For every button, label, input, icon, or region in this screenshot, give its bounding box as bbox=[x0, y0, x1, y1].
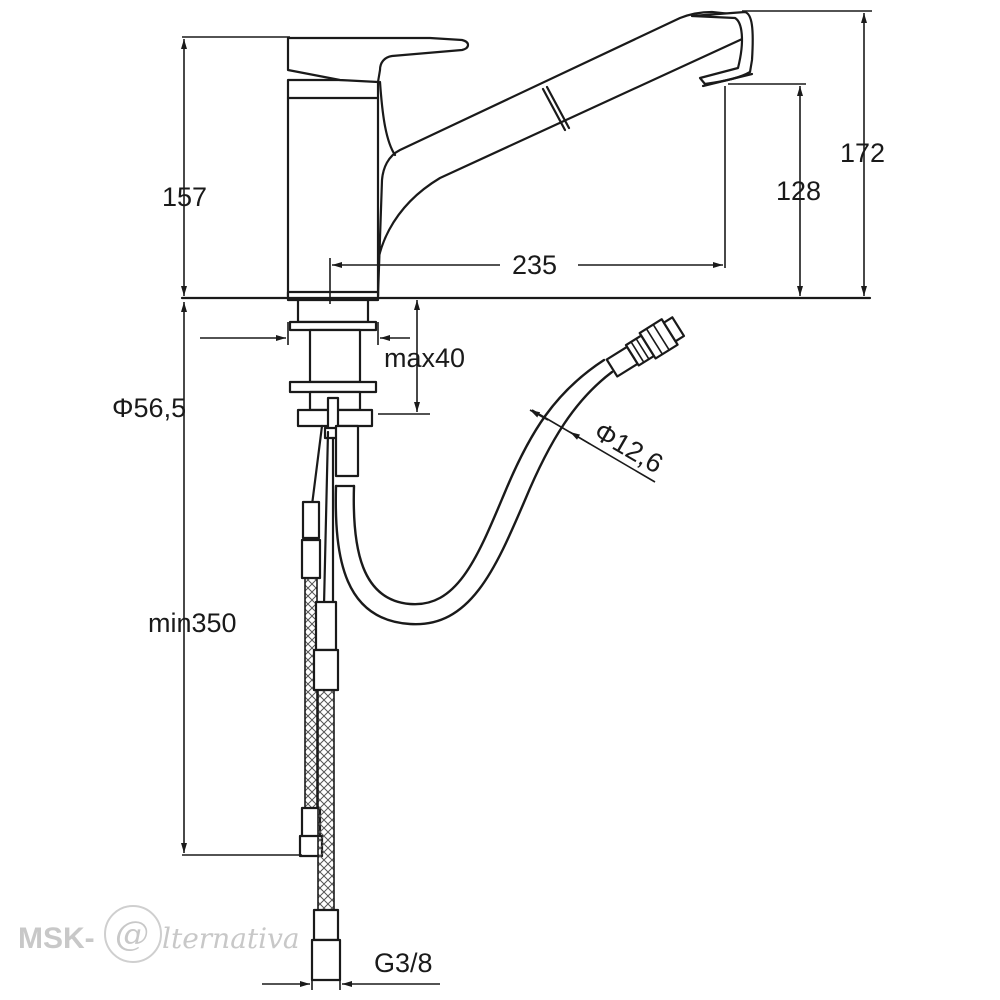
lever-handle bbox=[286, 36, 470, 84]
label-157: 157 bbox=[162, 182, 207, 212]
shank-upper bbox=[296, 298, 370, 324]
supply-hose-right-connector bbox=[310, 938, 342, 982]
label-235: 235 bbox=[512, 250, 557, 280]
watermark-brand-right: lternativa bbox=[162, 922, 300, 955]
supply-hose-right-ferrule bbox=[312, 908, 340, 942]
supply-hose-left-pipe bbox=[310, 424, 324, 507]
spout bbox=[375, 10, 751, 298]
supply-hose-right-braid bbox=[317, 689, 335, 913]
dimension-lines bbox=[181, 10, 872, 990]
supply-hose-right-fitting bbox=[314, 600, 338, 652]
washer bbox=[288, 380, 378, 394]
label-128: 128 bbox=[776, 176, 821, 206]
label-hole-diameter: Φ56,5 bbox=[112, 393, 186, 423]
spout-joint-line bbox=[541, 87, 567, 132]
label-g38: G3/8 bbox=[374, 948, 433, 978]
dim-arrow-hose-b bbox=[569, 431, 591, 445]
supply-hose-left-nut bbox=[300, 538, 322, 580]
label-min350: min350 bbox=[148, 608, 237, 638]
watermark-brand-left: MSK- bbox=[18, 922, 95, 955]
supply-hose-left-fitting bbox=[301, 500, 321, 540]
label-hose-diameter: Φ12,6 bbox=[589, 416, 668, 479]
label-172: 172 bbox=[840, 138, 885, 168]
watermark-ring bbox=[104, 905, 162, 963]
gasket bbox=[288, 320, 378, 332]
supply-hose-right-pipe bbox=[322, 430, 330, 607]
spray-head-tip bbox=[701, 72, 754, 88]
faucet-body bbox=[286, 10, 754, 302]
watermark: MSK- @ lternativa bbox=[18, 905, 300, 963]
hose-outlet-socket bbox=[334, 424, 360, 478]
lever-edge bbox=[378, 80, 397, 157]
pullout-hose-inner bbox=[352, 358, 606, 606]
pullout-hose-outer bbox=[334, 370, 614, 626]
spout-joint-line-2 bbox=[545, 85, 571, 130]
threaded-shank bbox=[308, 328, 362, 384]
body-column bbox=[286, 78, 380, 298]
watermark-brand-at: @ bbox=[115, 914, 149, 954]
mounting-assembly bbox=[288, 298, 378, 614]
dim-arrow-hose-a bbox=[529, 409, 549, 421]
supply-hose-right-nut bbox=[312, 648, 340, 692]
pullout-hose-fitting bbox=[605, 316, 686, 378]
label-max40: max40 bbox=[384, 343, 465, 373]
dim-line-hose-diameter bbox=[531, 409, 656, 483]
